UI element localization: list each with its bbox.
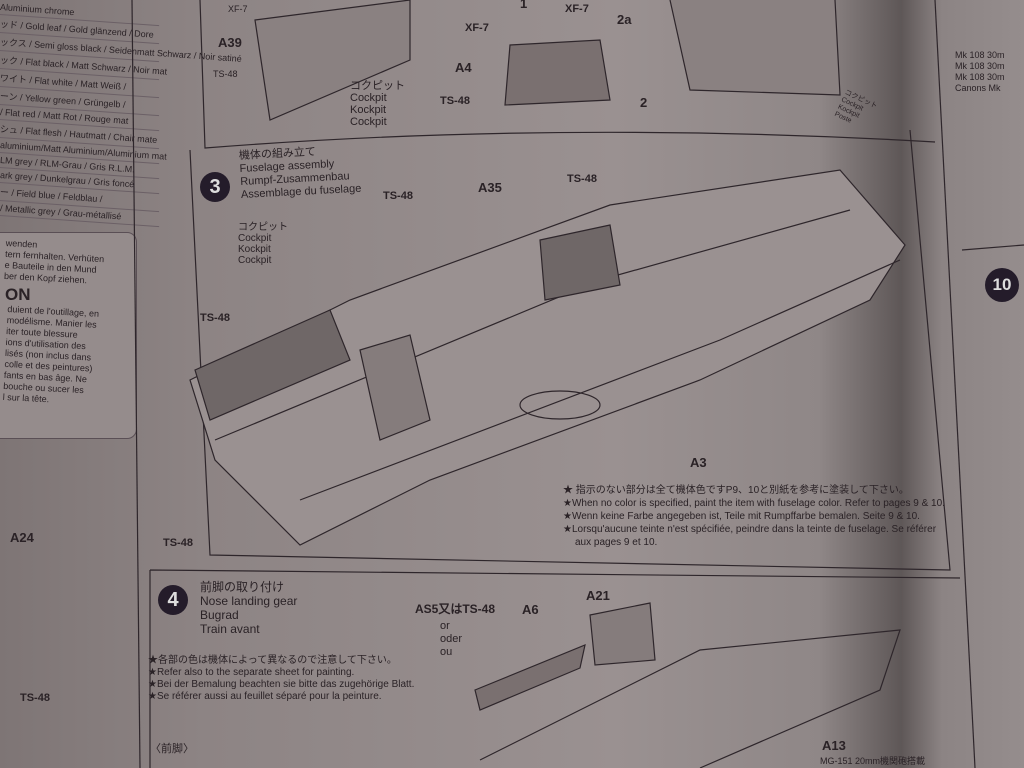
part-label-a24: A24 (10, 530, 34, 545)
step2-frame (199, 0, 936, 149)
callout-2: 2 (640, 95, 648, 110)
part-label-a4: A4 (455, 60, 472, 75)
mg-label: MG-151 20mm機関砲搭載 (820, 756, 926, 766)
part-label-a3: A3 (690, 455, 707, 470)
warning-heading: ON (5, 285, 31, 304)
step-10-badge: 10 (985, 268, 1019, 302)
paint-label: TS-48 (567, 173, 597, 185)
paint-label: TS-48 (383, 190, 413, 202)
paint-label: XF-7 (228, 4, 248, 14)
callout-1: 1 (520, 0, 528, 11)
callout-2a: 2a (617, 12, 632, 27)
part-label-a39: A39 (218, 35, 242, 50)
paint-label: XF-7 (565, 3, 589, 15)
paint-label: XF-7 (465, 22, 489, 34)
paint-label: TS-48 (213, 69, 238, 79)
step-4-badge: 4 (158, 585, 188, 615)
part-label-a13: A13 (822, 738, 846, 753)
paint-label: TS-48 (163, 537, 193, 549)
paint-label: TS-48 (200, 312, 230, 324)
part-label-a35: A35 (478, 180, 502, 195)
part-label-a6: A6 (522, 602, 539, 617)
front-gear-heading: 〈前脚〉 (150, 743, 194, 755)
paint-label-ts48: TS-48 (20, 692, 50, 704)
part-label-a21: A21 (586, 588, 610, 603)
step-4-notes: ★各部の色は機体によって異なるので注意して下さい。★Refer also to … (148, 655, 415, 702)
fuselage-outline (189, 169, 906, 546)
step-3-badge: 3 (200, 172, 230, 202)
paint-label: TS-48 (440, 95, 470, 107)
step-3-notes: ★ 指示のない部分は全て機体色ですP9、10と別紙を参考に塗装して下さい。★Wh… (563, 485, 945, 548)
paint-label: AS5又はTS-48 (415, 602, 496, 616)
step3-frame (189, 129, 951, 571)
